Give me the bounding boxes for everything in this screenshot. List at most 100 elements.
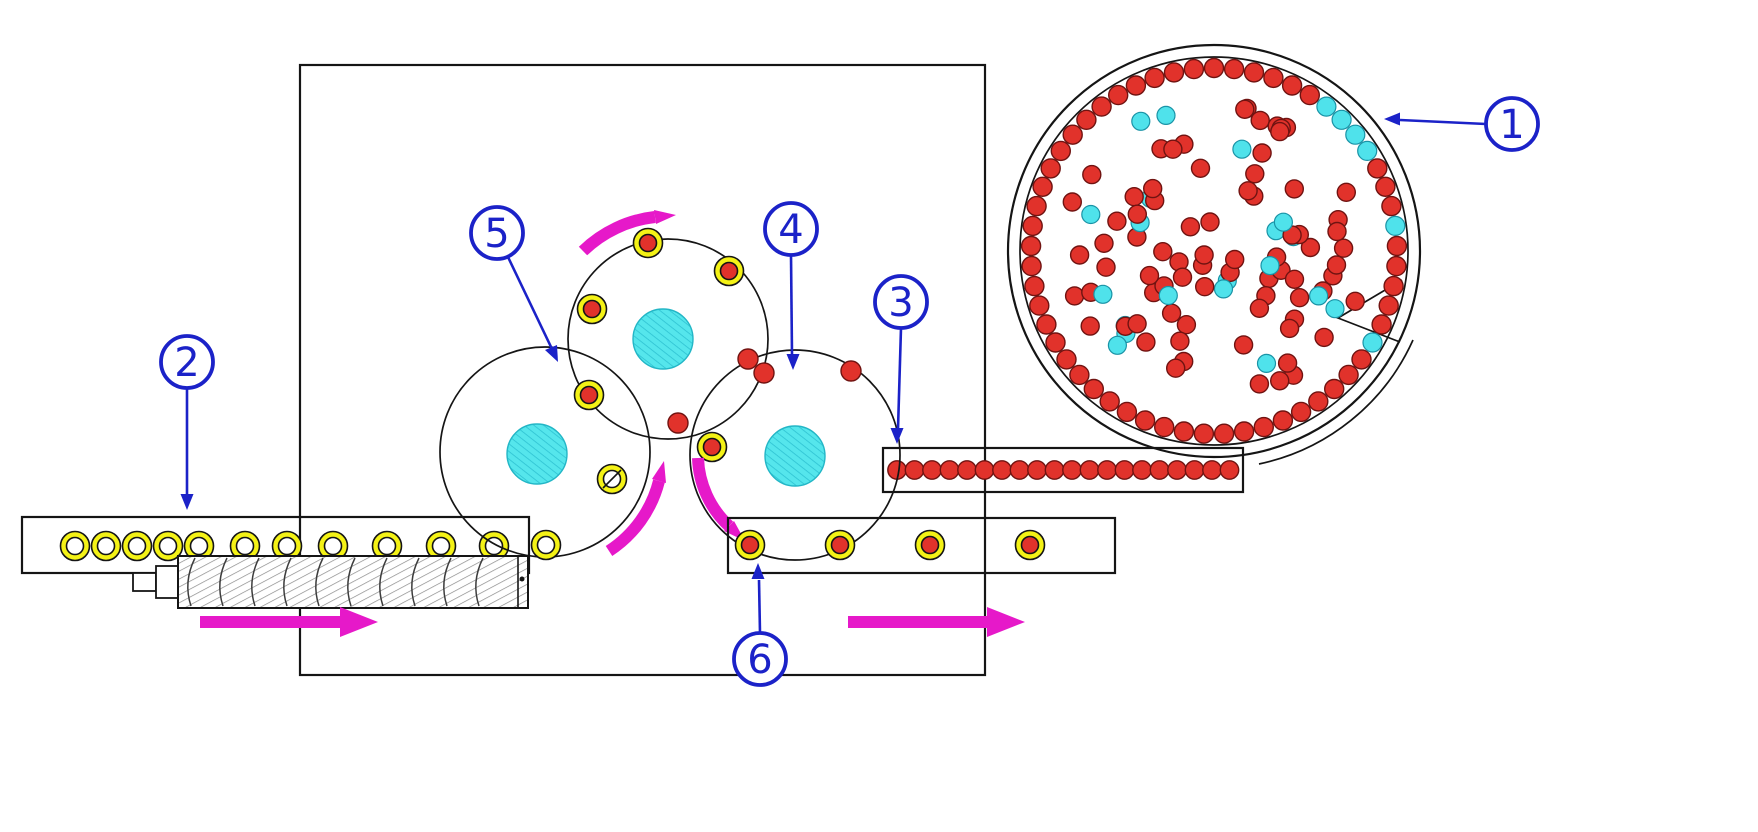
pellet-red bbox=[1202, 460, 1222, 480]
pellet-red bbox=[1223, 58, 1245, 80]
pellet-red bbox=[1094, 233, 1114, 254]
callout-leader bbox=[789, 254, 794, 356]
capsule-ring-filled bbox=[824, 529, 856, 561]
callout-bubble bbox=[763, 201, 819, 257]
callout-leader bbox=[1399, 118, 1487, 126]
pellet-red bbox=[1083, 378, 1105, 400]
pellet-cyan bbox=[1256, 353, 1277, 373]
callout-number: 1 bbox=[1499, 102, 1524, 148]
pellet-red bbox=[1032, 176, 1053, 198]
pellet-red bbox=[1327, 221, 1347, 242]
pellet-red bbox=[1020, 235, 1042, 257]
pellet-red bbox=[1069, 245, 1090, 265]
pellet-cyan bbox=[1158, 285, 1178, 306]
pellet-red bbox=[1045, 332, 1066, 353]
callout-arrowhead bbox=[751, 563, 765, 579]
callout-2: 2 bbox=[159, 334, 215, 510]
pellet-red bbox=[1252, 143, 1272, 163]
pellet-red bbox=[974, 460, 995, 480]
pellet-cyan bbox=[1213, 279, 1234, 299]
pellet-red bbox=[1029, 295, 1050, 316]
pellet-red bbox=[1249, 374, 1270, 394]
pellet-red bbox=[1233, 335, 1254, 355]
pellet-red bbox=[1172, 267, 1193, 287]
callout-number: 4 bbox=[778, 207, 803, 253]
pellet-cyan bbox=[1107, 335, 1128, 355]
pellet-red bbox=[904, 460, 925, 480]
callout-6: 6 bbox=[732, 563, 788, 687]
pellet-cyan bbox=[1273, 212, 1294, 232]
pellet-red bbox=[1200, 212, 1220, 232]
ring-inner bbox=[740, 535, 760, 555]
capsule-ring-filled bbox=[914, 529, 946, 561]
callout-number: 6 bbox=[747, 637, 772, 683]
ring-inner bbox=[1020, 535, 1040, 555]
ring-inner bbox=[377, 536, 397, 556]
callout-number: 5 bbox=[484, 211, 509, 257]
right-transfer-drum bbox=[689, 349, 901, 561]
pellet-red bbox=[1190, 158, 1211, 179]
pellet-red bbox=[1345, 291, 1365, 311]
pellet-red bbox=[1079, 460, 1100, 480]
pellet-red bbox=[1062, 192, 1083, 212]
pellet-red bbox=[1124, 186, 1144, 207]
pellet-red bbox=[1243, 62, 1265, 83]
callout-bubble bbox=[469, 205, 525, 261]
pellet-red bbox=[1116, 401, 1138, 423]
pellet-red bbox=[1219, 460, 1240, 480]
pellet-red bbox=[1176, 315, 1197, 335]
pellet-red bbox=[1044, 460, 1065, 480]
pocket-ring-filled bbox=[576, 293, 608, 325]
pellet-cyan bbox=[1093, 284, 1113, 304]
bowl-exit-chute bbox=[1258, 339, 1414, 465]
pellet-red bbox=[1270, 121, 1290, 142]
pellet-red bbox=[1134, 410, 1156, 431]
callout-5: 5 bbox=[469, 205, 558, 362]
pellet-red bbox=[1326, 255, 1347, 275]
pellet-red bbox=[1194, 277, 1215, 297]
pellet-red bbox=[1381, 195, 1402, 217]
pellet-red bbox=[1099, 391, 1120, 412]
pocket-ring-empty bbox=[530, 529, 562, 561]
capsule-ring-empty bbox=[425, 530, 457, 562]
capsule-ring-filled bbox=[734, 529, 766, 561]
callout-arrowhead bbox=[786, 354, 800, 370]
pellet-red bbox=[1180, 217, 1201, 237]
pellet-cyan bbox=[1385, 215, 1406, 236]
pellet-red bbox=[1076, 109, 1097, 131]
outfeed-conveyor bbox=[726, 516, 1117, 575]
infeed-ring-row bbox=[59, 530, 510, 562]
pellet-cyan bbox=[1131, 111, 1151, 131]
pellet-red bbox=[1277, 353, 1298, 373]
screw-flight bbox=[475, 557, 484, 607]
pellet-red bbox=[1036, 314, 1057, 335]
pellet-red bbox=[1163, 62, 1185, 83]
pellet-red bbox=[1250, 110, 1270, 131]
pellet-red bbox=[1022, 215, 1043, 237]
callout-leader bbox=[896, 327, 903, 430]
pellet-red bbox=[1284, 269, 1305, 289]
callout-arrowhead bbox=[1384, 112, 1400, 126]
pellet-cyan bbox=[1308, 286, 1329, 306]
pellet-red bbox=[1367, 158, 1388, 179]
screw-body bbox=[177, 555, 529, 609]
capsule-ring-empty bbox=[152, 530, 184, 562]
pellet-red bbox=[1371, 314, 1392, 335]
callout-leader bbox=[757, 579, 762, 634]
pellet-cyan bbox=[1345, 124, 1366, 145]
pocket-ring-filled bbox=[632, 227, 664, 259]
pellet-red bbox=[1224, 249, 1245, 270]
pellet-red bbox=[1300, 237, 1321, 258]
bowl-rim-pellets bbox=[1020, 57, 1408, 444]
pellet-cyan bbox=[1081, 204, 1101, 225]
pellet-red bbox=[1149, 460, 1170, 480]
rotation-arrow-right-drum bbox=[692, 457, 734, 531]
pellet-red bbox=[1161, 303, 1182, 323]
pellet-red bbox=[1107, 211, 1127, 231]
pellet-red bbox=[1183, 58, 1205, 80]
screw-flight bbox=[219, 557, 228, 607]
pellet-red bbox=[1097, 460, 1117, 480]
callout-bubble bbox=[732, 631, 788, 687]
drum-pockets bbox=[530, 227, 862, 561]
